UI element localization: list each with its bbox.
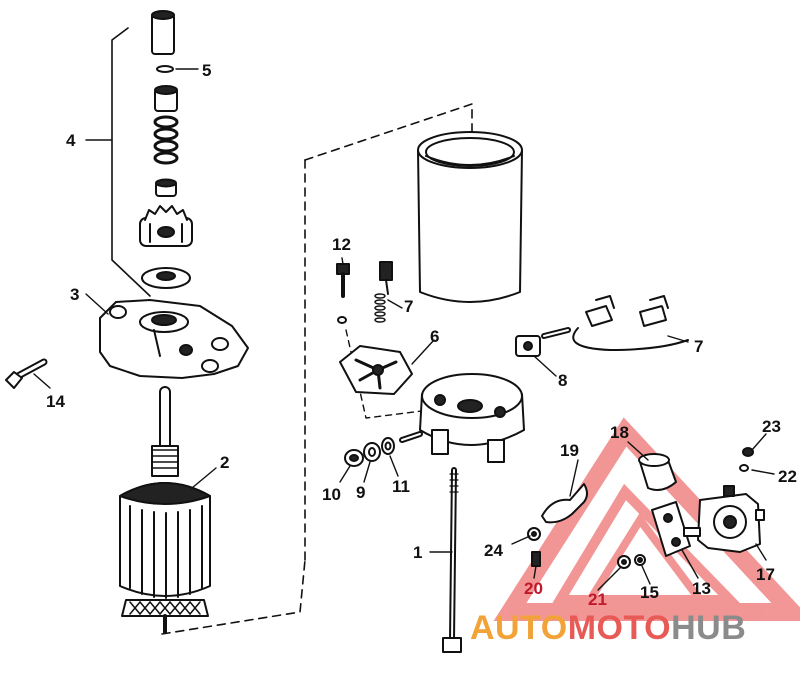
terminal-washer [363,442,381,462]
through-bolt [442,467,462,653]
small-nut [617,555,631,569]
drive-group-bracket [111,27,151,297]
drive-spring [153,115,179,165]
insulating-washer [381,437,395,455]
callout-10: 10 [322,485,341,504]
commutator-end-cap [399,373,525,463]
callout-20: 20 [524,579,543,598]
callout-11: 11 [392,477,410,496]
watermark-auto: AUTO [470,609,568,647]
callout-15: 15 [640,583,659,602]
pinion-stop [141,267,191,289]
solenoid-nut [742,447,754,457]
small-washer [634,554,646,566]
callout-18: 18 [610,423,629,442]
callout-7-right: 7 [694,337,704,356]
armature [119,386,211,634]
callout-13: 13 [692,579,711,598]
callout-22: 22 [778,467,797,486]
mounting-plate [651,501,691,557]
brush-holder-screw [336,263,350,324]
collar [154,85,178,112]
lock-washer [739,464,749,472]
callout-19: 19 [560,441,579,460]
callout-2: 2 [220,453,230,472]
spring-spacer [155,178,177,197]
through-screw [5,358,48,389]
terminal-bracket [515,335,541,357]
brush-dashed-line [345,329,431,419]
terminal-nut [344,449,364,467]
callout-4: 4 [66,131,76,150]
solenoid [683,485,765,553]
callout-14: 14 [46,392,65,411]
callout-1: 1 [413,543,423,562]
callout-23: 23 [762,417,781,436]
boot-ring [638,453,677,491]
callout-8: 8 [558,371,568,390]
watermark-moto: MOTO [567,609,672,647]
callout-7-left: 7 [404,297,414,316]
callout-6: 6 [430,327,440,346]
leader-lines [33,68,775,591]
brush-spring-set-left [374,261,393,323]
field-frame [417,131,523,303]
drive-cap-cylinder [151,10,175,55]
drive-end-cap [99,299,249,379]
star-washer [527,527,541,541]
watermark-hub: HUB [671,609,747,647]
callout-5-label: 5 [202,61,212,80]
solenoid-strap [541,483,588,524]
callout-3: 3 [70,285,80,304]
assembly-dashed-line-lower [161,559,306,635]
callout-17: 17 [756,565,775,584]
callout-21: 21 [588,590,607,609]
callout-9: 9 [356,483,366,502]
watermark-logo-text: AUTOMOTOHUB [470,611,746,645]
retaining-ring [156,65,174,73]
small-screw [531,551,541,567]
callout-24: 24 [484,541,503,560]
callout-12: 12 [332,235,351,254]
brush-set-right [541,295,689,351]
pinion-gear [139,205,193,247]
brush-plate [339,345,413,395]
